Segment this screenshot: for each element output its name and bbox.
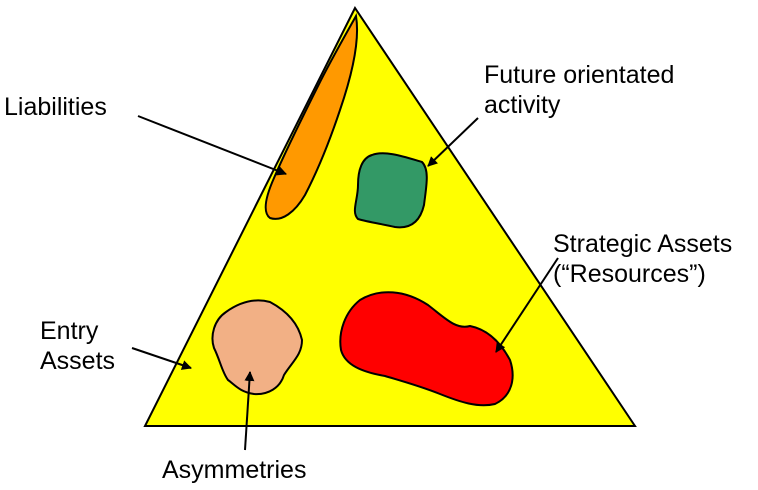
- liabilities-label-text: Liabilities: [4, 93, 107, 121]
- entry-assets-label: Entry Assets: [40, 316, 115, 376]
- entry-assets-label-line2: Assets: [40, 347, 116, 375]
- future-activity-label-line1: Future orientated: [484, 61, 675, 89]
- entry-assets-label-line1: Entry: [40, 317, 99, 345]
- future-activity-region: [353, 152, 428, 229]
- liabilities-region: [264, 13, 359, 220]
- liabilities-label: Liabilities: [4, 92, 107, 122]
- asymmetries-region: [211, 299, 304, 396]
- future-activity-label-line2: activity: [484, 91, 561, 119]
- strategic-assets-label: Strategic Assets (“Resources”): [553, 229, 732, 289]
- entry-assets-arrow: [131, 347, 192, 370]
- strategic-assets-label-line2: (“Resources”): [553, 260, 706, 288]
- asymmetries-arrow: [244, 371, 255, 451]
- strategic-assets-label-line1: Strategic Assets: [553, 230, 733, 258]
- asymmetries-label: Asymmetries: [162, 455, 306, 485]
- liabilities-arrow: [137, 115, 287, 176]
- future-activity-arrow: [427, 117, 479, 167]
- strategic-assets-arrow: [495, 257, 559, 353]
- asymmetries-label-text: Asymmetries: [162, 456, 307, 484]
- future-activity-label: Future orientated activity: [484, 60, 674, 120]
- strategic-assets-region: [339, 291, 514, 407]
